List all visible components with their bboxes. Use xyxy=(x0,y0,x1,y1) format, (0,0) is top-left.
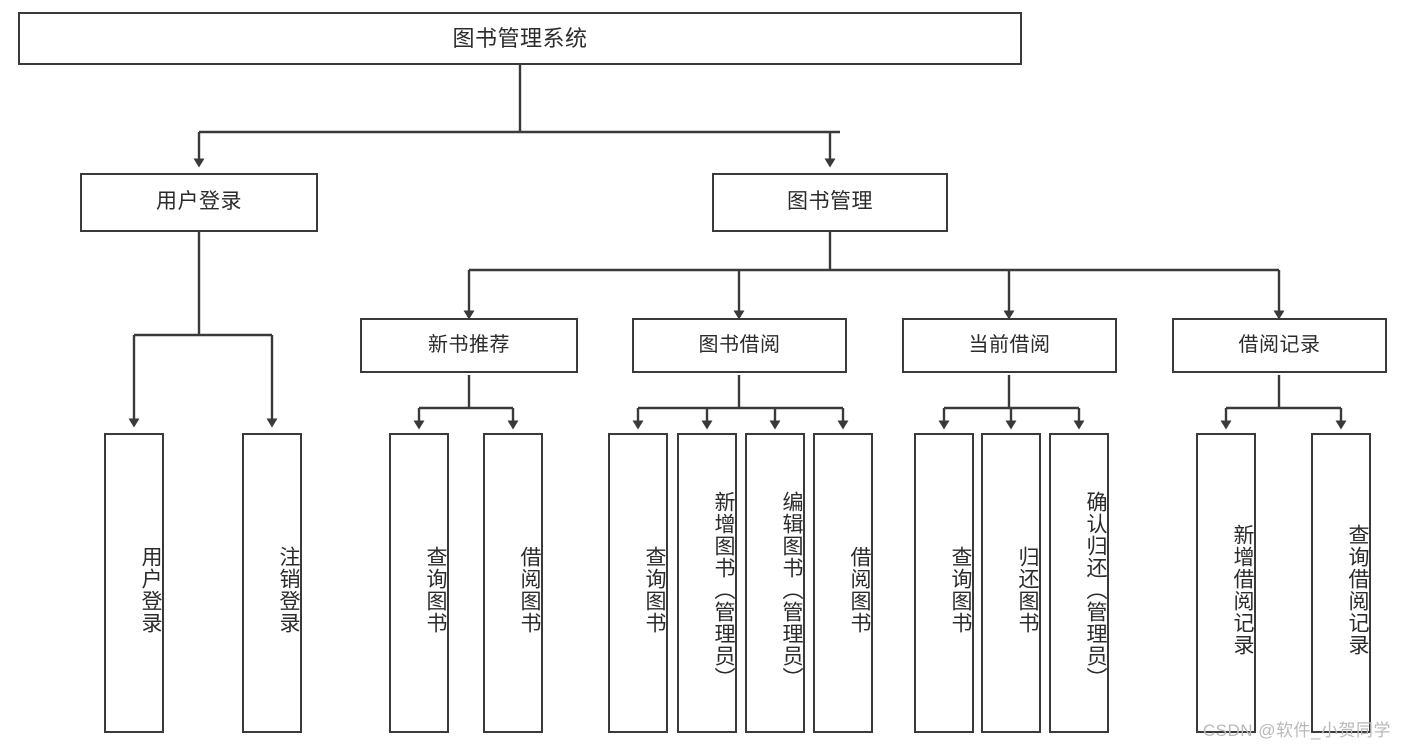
leaf-new-book-query[interactable]: 查询图书 xyxy=(389,433,449,733)
node-root[interactable]: 图书管理系统 xyxy=(18,12,1022,65)
node-borrow-record[interactable]: 借阅记录 xyxy=(1172,318,1387,373)
node-user-login-label: 用户登录 xyxy=(156,190,242,214)
leaf-borrow-add-book[interactable]: 新增图书（管理员） xyxy=(677,433,737,733)
leaf-new-book-borrow-label: 借阅图书 xyxy=(518,546,541,634)
leaf-record-query-record-label: 查询借阅记录 xyxy=(1346,524,1369,656)
node-book-management[interactable]: 图书管理 xyxy=(712,173,948,232)
leaf-borrow-edit-book[interactable]: 编辑图书（管理员） xyxy=(745,433,805,733)
node-book-borrow-label: 图书借阅 xyxy=(698,334,781,356)
leaf-user-login-login[interactable]: 用户登录 xyxy=(104,433,164,733)
watermark-text: CSDN @软件_小贺同学 xyxy=(1202,721,1391,740)
leaf-current-query-book[interactable]: 查询图书 xyxy=(914,433,974,733)
leaf-user-login-login-label: 用户登录 xyxy=(139,546,162,634)
node-new-book-recommend-label: 新书推荐 xyxy=(428,334,510,356)
leaf-user-login-logout[interactable]: 注销登录 xyxy=(242,433,302,733)
leaf-current-return-book-label: 归还图书 xyxy=(1016,546,1039,634)
leaf-borrow-add-book-label: 新增图书（管理员） xyxy=(712,491,735,689)
leaf-borrow-borrow-book-label: 借阅图书 xyxy=(848,546,871,634)
node-user-login[interactable]: 用户登录 xyxy=(80,173,318,232)
node-book-management-label: 图书管理 xyxy=(787,190,873,214)
leaf-current-return-book[interactable]: 归还图书 xyxy=(981,433,1041,733)
leaf-new-book-borrow[interactable]: 借阅图书 xyxy=(483,433,543,733)
leaf-new-book-query-label: 查询图书 xyxy=(424,546,447,634)
leaf-user-login-logout-label: 注销登录 xyxy=(277,546,300,634)
leaf-record-add-record-label: 新增借阅记录 xyxy=(1231,524,1254,656)
leaf-record-query-record[interactable]: 查询借阅记录 xyxy=(1311,433,1371,733)
node-new-book-recommend[interactable]: 新书推荐 xyxy=(360,318,578,373)
node-current-borrow[interactable]: 当前借阅 xyxy=(902,318,1117,373)
node-book-borrow[interactable]: 图书借阅 xyxy=(632,318,847,373)
node-current-borrow-label: 当前借阅 xyxy=(968,334,1051,356)
leaf-current-query-book-label: 查询图书 xyxy=(949,546,972,634)
node-root-label: 图书管理系统 xyxy=(452,25,588,51)
leaf-borrow-query-book[interactable]: 查询图书 xyxy=(608,433,668,733)
node-borrow-record-label: 借阅记录 xyxy=(1238,334,1321,356)
leaf-borrow-borrow-book[interactable]: 借阅图书 xyxy=(813,433,873,733)
leaf-record-add-record[interactable]: 新增借阅记录 xyxy=(1196,433,1256,733)
leaf-current-confirm-return-label: 确认归还（管理员） xyxy=(1084,491,1107,689)
leaf-current-confirm-return[interactable]: 确认归还（管理员） xyxy=(1049,433,1109,733)
leaf-borrow-query-book-label: 查询图书 xyxy=(643,546,666,634)
leaf-borrow-edit-book-label: 编辑图书（管理员） xyxy=(780,491,803,689)
